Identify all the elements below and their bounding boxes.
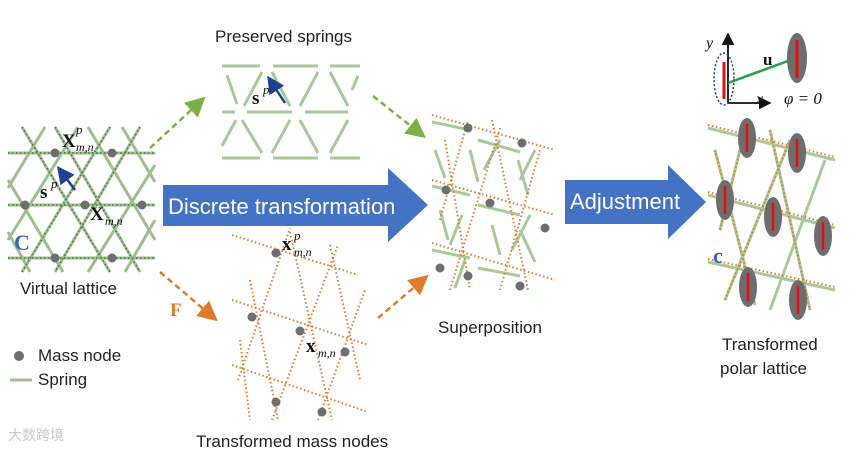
superposition-nodes bbox=[435, 123, 550, 291]
green-dashed-arrow-left bbox=[149, 96, 206, 149]
label-sp-left-sup: p bbox=[50, 176, 58, 191]
legend-mass-node-icon bbox=[14, 351, 24, 361]
transformed-mass-node-dots bbox=[247, 248, 350, 417]
polar-lattice-red-arrows bbox=[723, 124, 825, 314]
label-c-small: c bbox=[713, 243, 723, 268]
label-sp-preserved: s bbox=[252, 88, 259, 109]
axis-y-label: y bbox=[704, 35, 714, 52]
discrete-transformation-arrow bbox=[163, 168, 428, 242]
label-sp-preserved-sup: p bbox=[262, 82, 270, 97]
virtual-lattice bbox=[6, 126, 157, 273]
label-X-mn: X bbox=[90, 204, 104, 225]
orange-dashed-arrow-right bbox=[377, 274, 429, 319]
virtual-lattice-nodes bbox=[20, 148, 147, 263]
label-x-mn-sub: m,n bbox=[318, 346, 336, 360]
label-xp-mn: x bbox=[282, 234, 292, 255]
label-preserved-springs: Preserved springs bbox=[215, 27, 352, 46]
green-dashed-arrow-right bbox=[372, 95, 426, 139]
label-X-mn-sub: m,n bbox=[105, 214, 123, 228]
label-xp-mn-sup: p bbox=[293, 228, 301, 243]
label-F: F bbox=[170, 300, 182, 321]
label-Xp-mn-top-sub: m,n bbox=[76, 140, 94, 154]
label-sp-left: s bbox=[40, 182, 47, 203]
superposition-lattice bbox=[431, 114, 556, 291]
reference-ellipse bbox=[713, 52, 735, 106]
label-superposition: Superposition bbox=[438, 318, 542, 337]
adjustment-label: Adjustment bbox=[570, 189, 680, 214]
preserved-springs bbox=[220, 64, 360, 160]
superposition-orange-lines bbox=[431, 114, 556, 291]
transformed-mass-nodes bbox=[231, 227, 369, 421]
orange-dashed-arrow-left bbox=[159, 271, 218, 322]
label-transformed-mass-nodes: Transformed mass nodes bbox=[196, 432, 388, 451]
sp-vector-left bbox=[57, 166, 76, 191]
adjustment-arrow bbox=[565, 165, 706, 239]
label-transformed-polar-1: Transformed bbox=[722, 335, 818, 354]
label-xp-mn-sub: m,n bbox=[294, 245, 312, 259]
u-vector bbox=[727, 56, 797, 85]
watermark: 大数跨境 bbox=[8, 427, 64, 443]
polar-lattice bbox=[707, 118, 836, 320]
polar-lattice-ellipses bbox=[716, 118, 832, 320]
discrete-transformation-label: Discrete transformation bbox=[168, 194, 395, 219]
label-x-mn: x bbox=[306, 336, 316, 357]
superposition-springs bbox=[431, 120, 537, 289]
label-C: C bbox=[14, 230, 30, 255]
label-Xp-mn-top: X bbox=[62, 131, 76, 152]
legend-mass-node-label: Mass node bbox=[38, 346, 121, 365]
sp-vector-preserved bbox=[267, 75, 287, 104]
u-label: u bbox=[763, 50, 772, 69]
polar-inset: y x u φ = 0 bbox=[704, 32, 822, 110]
label-virtual-lattice: Virtual lattice bbox=[20, 279, 117, 298]
label-Xp-mn-top-sup: p bbox=[75, 122, 83, 137]
phi-label: φ = 0 bbox=[784, 89, 822, 108]
axis-x-label: x bbox=[755, 91, 763, 108]
legend-spring-label: Spring bbox=[38, 370, 87, 389]
label-transformed-polar-2: polar lattice bbox=[720, 359, 807, 378]
